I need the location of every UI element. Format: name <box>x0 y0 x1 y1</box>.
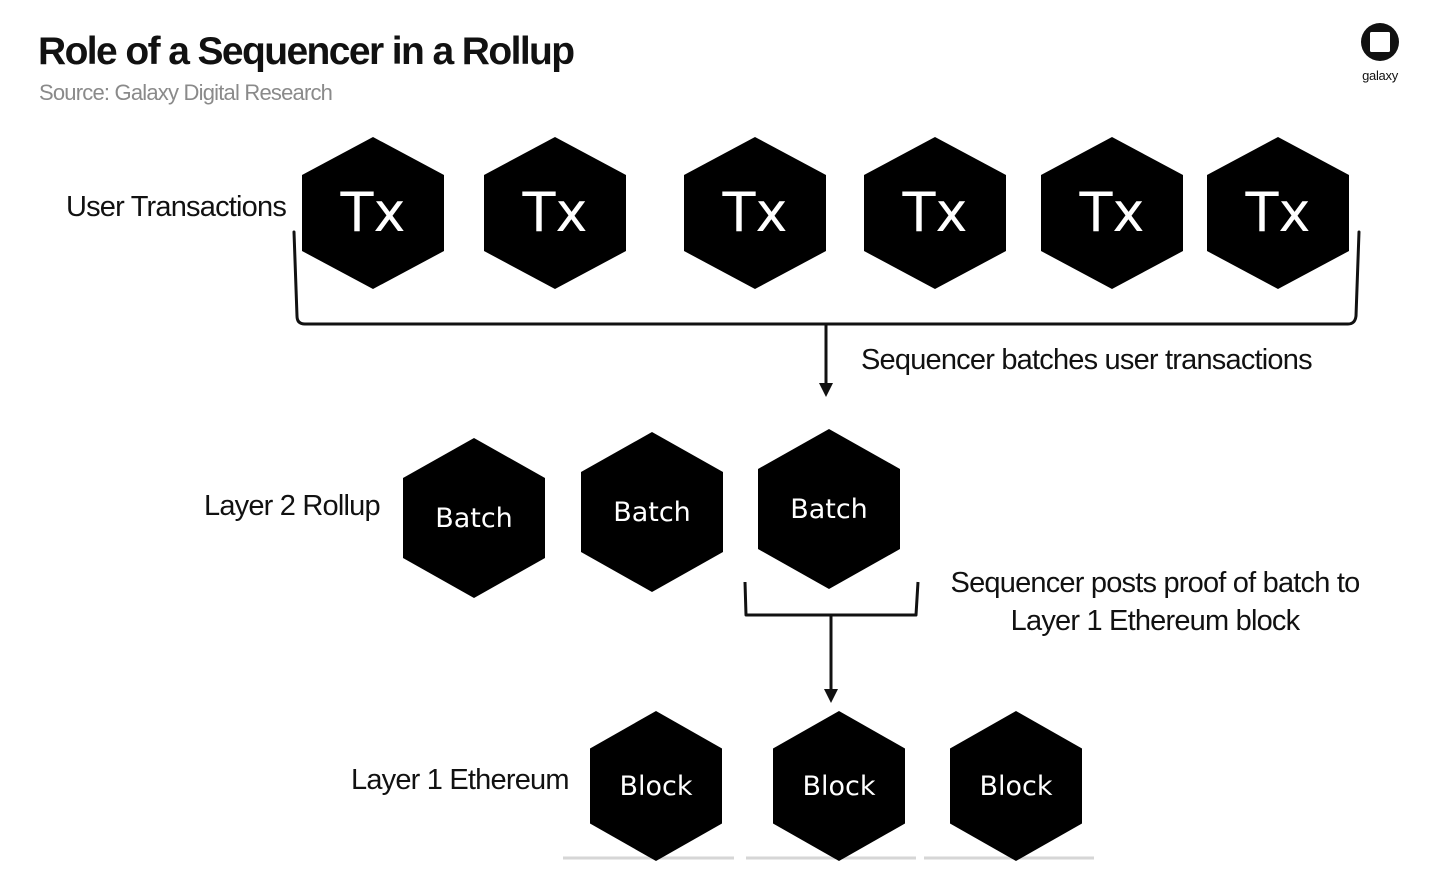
block-node: Block <box>950 711 1082 861</box>
posting-arrow-head <box>824 689 838 703</box>
block-hexagon <box>773 711 905 861</box>
block-node-label: Block <box>979 771 1052 802</box>
page-subtitle: Source: Galaxy Digital Research <box>39 80 333 105</box>
tx-node: Tx <box>864 137 1006 289</box>
tx-node: Tx <box>1207 137 1349 289</box>
posting-annotation: Sequencer posts proof of batch to Layer … <box>950 567 1361 637</box>
tx-node-label: Tx <box>902 181 968 244</box>
user-transactions-label: User Transactions <box>65 191 287 223</box>
tx-node-label: Tx <box>340 181 406 244</box>
block-node-label: Block <box>802 771 875 802</box>
tx-hexagon <box>684 137 826 289</box>
tx-node: Tx <box>484 137 626 289</box>
layer1-ethereum-label: Layer 1 Ethereum <box>351 764 570 796</box>
batch-node-label: Batch <box>435 503 513 534</box>
tx-hexagon <box>484 137 626 289</box>
tx-node-label: Tx <box>1245 181 1311 244</box>
block-hexagon <box>590 711 722 861</box>
galaxy-logo: galaxy <box>1352 20 1408 90</box>
batch-node: Batch <box>581 432 723 592</box>
page-title: Role of a Sequencer in a Rollup <box>38 30 575 73</box>
galaxy-logo-icon <box>1361 23 1399 61</box>
tx-node-label: Tx <box>1079 181 1145 244</box>
block-node: Block <box>773 711 905 861</box>
batch-node: Batch <box>403 438 545 598</box>
batch-hexagon <box>403 438 545 598</box>
batching-annotation: Sequencer batches user transactions <box>861 344 1313 376</box>
transactions-bracket <box>292 230 1361 326</box>
block-hexagon <box>950 711 1082 861</box>
batch-hexagon <box>581 432 723 592</box>
tx-node: Tx <box>302 137 444 289</box>
connectors <box>292 230 1361 703</box>
batch-hexagon <box>758 429 900 589</box>
batch-node-label: Batch <box>613 497 691 528</box>
block-node: Block <box>590 711 722 861</box>
galaxy-logo-text: galaxy <box>1362 68 1398 83</box>
batching-arrow-head <box>819 383 833 397</box>
tx-hexagon <box>864 137 1006 289</box>
tx-node-label: Tx <box>522 181 588 244</box>
batch-node: Batch <box>758 429 900 589</box>
tx-hexagon <box>302 137 444 289</box>
layer2-rollup-label: Layer 2 Rollup <box>204 490 381 522</box>
tx-node: Tx <box>684 137 826 289</box>
tx-node: Tx <box>1041 137 1183 289</box>
tx-hexagon <box>1041 137 1183 289</box>
tx-node-label: Tx <box>722 181 788 244</box>
batch-node-label: Batch <box>790 494 868 525</box>
tx-hexagon <box>1207 137 1349 289</box>
block-node-label: Block <box>619 771 692 802</box>
